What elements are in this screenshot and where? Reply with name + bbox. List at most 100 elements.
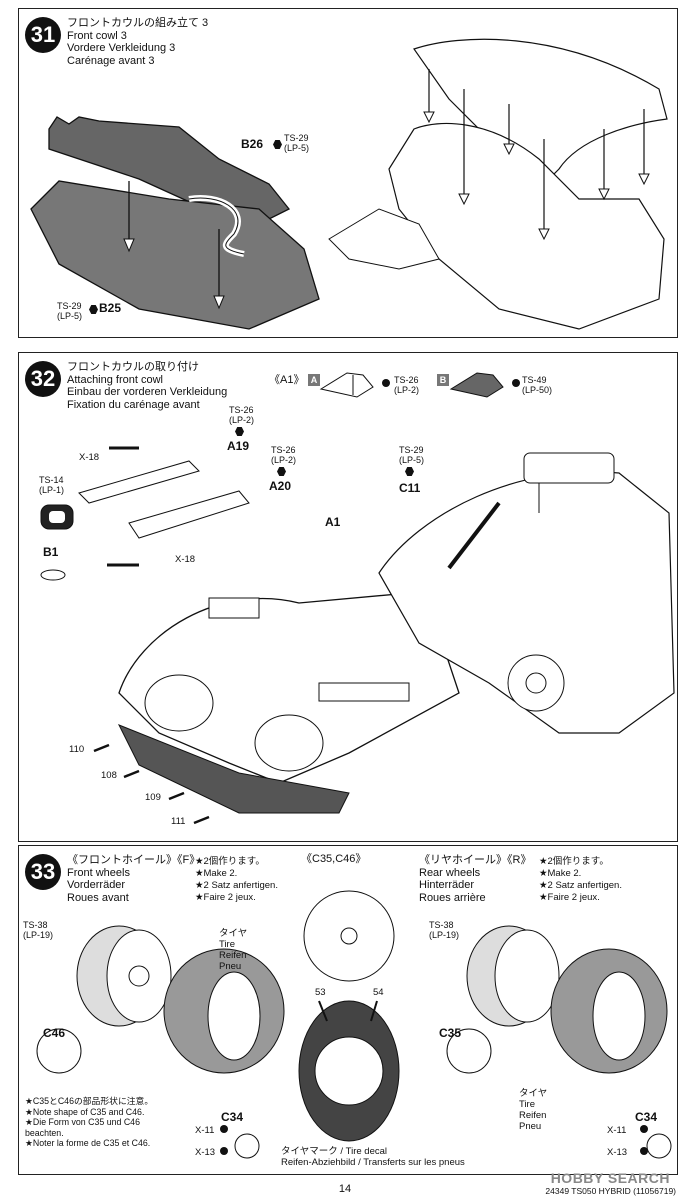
make-en: ★Make 2.	[539, 868, 582, 879]
title-en: Rear wheels	[419, 866, 481, 879]
part-a1: A1	[325, 515, 341, 529]
c35-c46-label: 《C35,C46》	[301, 853, 367, 865]
variant-a-part-drawing	[319, 372, 374, 398]
make-jp: ★2個作ります。	[195, 856, 265, 867]
front-rim-paint: TS-38 (LP-19)	[23, 920, 53, 940]
kit-code: 24349 TS050 HYBRID (11056719)	[545, 1186, 676, 1196]
title-jp: 《フロントホイール》《F》	[67, 854, 201, 866]
paint-lp: (LP-19)	[23, 930, 54, 940]
tire-fr: Pneu	[219, 961, 242, 972]
paint-dot-icon	[512, 379, 520, 387]
rear-rim-paint: TS-38 (LP-19)	[429, 920, 459, 940]
make-de: ★2 Satz anfertigen.	[539, 880, 622, 891]
title-en: Front wheels	[67, 866, 130, 879]
a20-paint: TS-26 (LP-2)	[271, 445, 296, 465]
variant-b-part-drawing	[449, 372, 504, 398]
decal-54: 54	[373, 987, 384, 998]
make-fr: ★Faire 2 jeux.	[539, 892, 600, 903]
paint-code: TS-29	[57, 301, 82, 311]
tire-de: Reifen	[519, 1110, 547, 1121]
paint-lp: (LP-5)	[284, 143, 310, 153]
paint-code: TS-26	[394, 375, 419, 385]
paint-hex-icon	[277, 467, 286, 476]
part-b26: B26	[241, 137, 264, 151]
title-en: Attaching front cowl	[67, 373, 163, 386]
title-fr: Carénage avant 3	[67, 54, 155, 67]
paint-lp: (LP-2)	[229, 415, 255, 425]
step-31-panel: 31 フロントカウルの組み立て 3 Front cowl 3 Vordere V…	[18, 8, 678, 338]
paint-hex-icon	[235, 427, 244, 436]
step-33-panel: 33 《フロントホイール》《F》 Front wheels Vorderräde…	[18, 845, 678, 1175]
title-fr: Fixation du carénage avant	[67, 398, 200, 411]
x13-rear: X-13	[607, 1147, 628, 1158]
make-de: ★2 Satz anfertigen.	[195, 880, 278, 891]
decal-108: 108	[101, 770, 117, 781]
title-de: Vorderräder	[67, 879, 126, 891]
paint-lp: (LP-2)	[394, 385, 420, 395]
part-b25: B25	[99, 301, 122, 315]
title-en: Front cowl 3	[67, 29, 127, 42]
paint-lp: (LP-5)	[399, 455, 425, 465]
paint-hex-icon	[273, 140, 282, 149]
rear-make-2: ★2個作ります。 ★Make 2. ★2 Satz anfertigen. ★F…	[539, 856, 622, 904]
step-number: 33	[25, 854, 61, 890]
title-de: Einbau der vorderen Verkleidung	[67, 386, 228, 398]
tire-en: Tire	[219, 939, 236, 950]
paint-code: TS-26	[271, 445, 296, 455]
note-de-cont: beachten.	[25, 1127, 64, 1138]
c11-paint: TS-29 (LP-5)	[399, 445, 424, 465]
watermark: HOBBY SEARCH	[550, 1170, 670, 1186]
part-a20: A20	[269, 479, 292, 493]
title-jp: フロントカウルの組み立て 3	[67, 17, 209, 29]
paint-lp: (LP-5)	[57, 311, 83, 321]
decal-53: 53	[315, 987, 326, 998]
note-fr: ★Noter la forme de C35 et C46.	[25, 1138, 151, 1148]
paint-lp: (LP-2)	[271, 455, 297, 465]
note-de: ★Die Form von C35 und C46	[25, 1117, 140, 1127]
make-jp: ★2個作ります。	[539, 856, 609, 867]
part-c11: C11	[399, 481, 421, 495]
step-title: フロントカウルの取り付け Attaching front cowl Einbau…	[67, 361, 227, 411]
step-32-illustration	[40, 446, 675, 825]
paint-code: TS-38	[429, 920, 454, 930]
tire-decal-jp-en: タイヤマーク / Tire decal	[281, 1146, 387, 1157]
step-31-illustration	[30, 38, 668, 330]
paint-code: TS-38	[23, 920, 48, 930]
step-number: 32	[25, 361, 61, 397]
b1-paint: TS-14 (LP-1)	[39, 475, 64, 495]
paint-lp: (LP-1)	[39, 485, 65, 495]
tire-jp: タイヤ	[519, 1088, 548, 1099]
rear-wheels-title: 《リヤホイール》《R》 Rear wheels Hinterräder Roue…	[419, 854, 531, 904]
part-a19: A19	[227, 439, 250, 453]
title-jp: フロントカウルの取り付け	[67, 361, 199, 373]
title-fr: Roues avant	[67, 891, 129, 904]
page-number: 14	[338, 1183, 352, 1195]
tire-en: Tire	[519, 1099, 536, 1110]
part-c46: C46	[43, 1026, 66, 1040]
tire-fr: Pneu	[519, 1121, 542, 1132]
paint-code: TS-29	[284, 133, 309, 143]
front-tire-label: タイヤ Tire Reifen Pneu	[219, 928, 247, 972]
title-de: Hinterräder	[419, 879, 475, 891]
a19-paint: TS-26 (LP-2)	[229, 405, 254, 425]
step-number: 31	[25, 17, 61, 53]
paint-b26: TS-29 (LP-5)	[284, 133, 309, 153]
title-de: Vordere Verkleidung 3	[67, 42, 176, 54]
paint-code: TS-49	[522, 375, 547, 385]
step-title: フロントカウルの組み立て 3 Front cowl 3 Vordere Verk…	[67, 17, 208, 67]
variant-a-paint: TS-26 (LP-2)	[394, 375, 419, 395]
tire-decal-label: タイヤマーク / Tire decal Reifen-Abziehbild / …	[281, 1146, 465, 1168]
paint-hex-icon	[89, 305, 98, 314]
note-en: ★Note shape of C35 and C46.	[25, 1106, 145, 1117]
variant-b-paint: TS-49 (LP-50)	[522, 375, 552, 395]
step-32-panel: 32 フロントカウルの取り付け Attaching front cowl Ein…	[18, 352, 678, 842]
variant-b-badge: B	[437, 374, 449, 386]
shape-note: ★C35とC46の部品形状に注意。 ★Note shape of C35 and…	[25, 1096, 153, 1149]
make-fr: ★Faire 2 jeux.	[195, 892, 256, 903]
x18-label-bottom: X-18	[175, 554, 196, 565]
title-fr: Roues arrière	[419, 891, 486, 904]
paint-lp: (LP-50)	[522, 385, 553, 395]
tire-de: Reifen	[219, 950, 247, 961]
a1-variant-label: 《A1》	[269, 374, 305, 386]
decal-110: 110	[69, 744, 85, 755]
